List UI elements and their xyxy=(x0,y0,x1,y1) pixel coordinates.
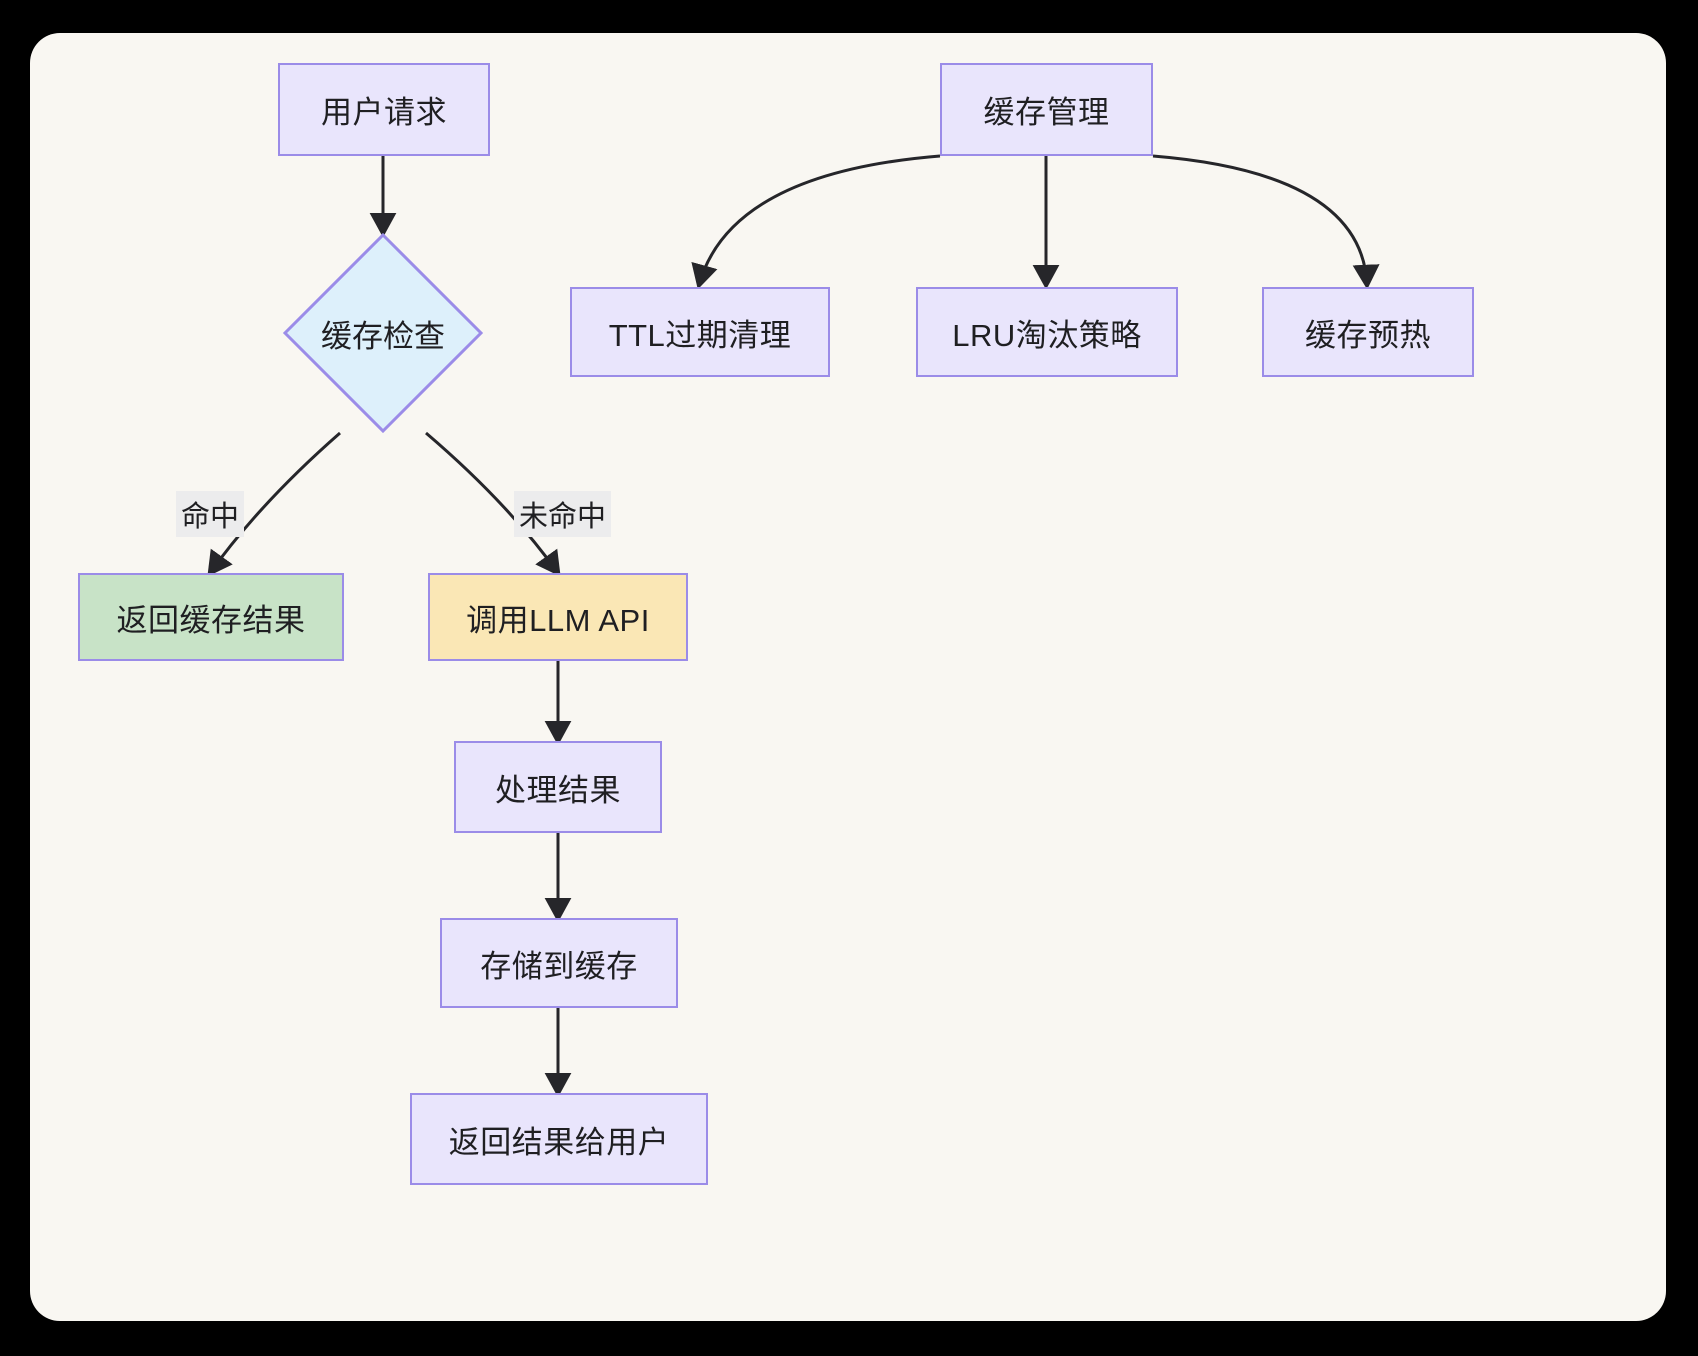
diagram-canvas: 用户请求 缓存检查 命中 未命中 返回缓存结果 调用LLM API 处理结果 存… xyxy=(30,33,1666,1321)
edge-layer xyxy=(207,154,1380,1098)
node-user-request[interactable]: 用户请求 xyxy=(278,63,490,156)
node-cache-check[interactable]: 缓存检查 xyxy=(283,233,483,433)
node-return-cache-label: 返回缓存结果 xyxy=(116,602,306,638)
edge-label-miss: 未命中 xyxy=(514,491,612,537)
edge-label-hit: 命中 xyxy=(176,491,245,537)
node-store-cache[interactable]: 存储到缓存 xyxy=(440,918,678,1008)
node-store-cache-label: 存储到缓存 xyxy=(480,948,638,984)
edge-cache-mgmt-to-ttl-cleanup xyxy=(691,154,941,290)
node-cache-warmup[interactable]: 缓存预热 xyxy=(1262,287,1474,377)
node-process-result[interactable]: 处理结果 xyxy=(454,741,662,833)
node-user-request-label: 用户请求 xyxy=(321,95,447,130)
node-return-user-label: 返回结果给用户 xyxy=(448,1124,670,1160)
node-return-cache[interactable]: 返回缓存结果 xyxy=(78,573,344,661)
node-process-result-label: 处理结果 xyxy=(495,772,621,808)
node-cache-check-label: 缓存检查 xyxy=(321,318,445,354)
node-lru-policy-label: LRU淘汰策略 xyxy=(952,317,1142,353)
edge-cache-mgmt-to-cache-warmup xyxy=(1152,154,1380,290)
node-cache-warmup-label: 缓存预热 xyxy=(1305,317,1431,353)
node-return-user[interactable]: 返回结果给用户 xyxy=(410,1093,708,1185)
node-call-llm-label: 调用LLM API xyxy=(466,602,650,638)
node-ttl-cleanup-label: TTL过期清理 xyxy=(608,317,792,353)
node-ttl-cleanup[interactable]: TTL过期清理 xyxy=(570,287,830,377)
node-call-llm[interactable]: 调用LLM API xyxy=(428,573,688,661)
diamond-shape xyxy=(283,233,483,433)
flowchart: 用户请求 缓存检查 命中 未命中 返回缓存结果 调用LLM API 处理结果 存… xyxy=(30,33,1666,1321)
node-lru-policy[interactable]: LRU淘汰策略 xyxy=(916,287,1178,377)
node-cache-management[interactable]: 缓存管理 xyxy=(940,63,1153,156)
node-cache-management-label: 缓存管理 xyxy=(983,95,1110,130)
